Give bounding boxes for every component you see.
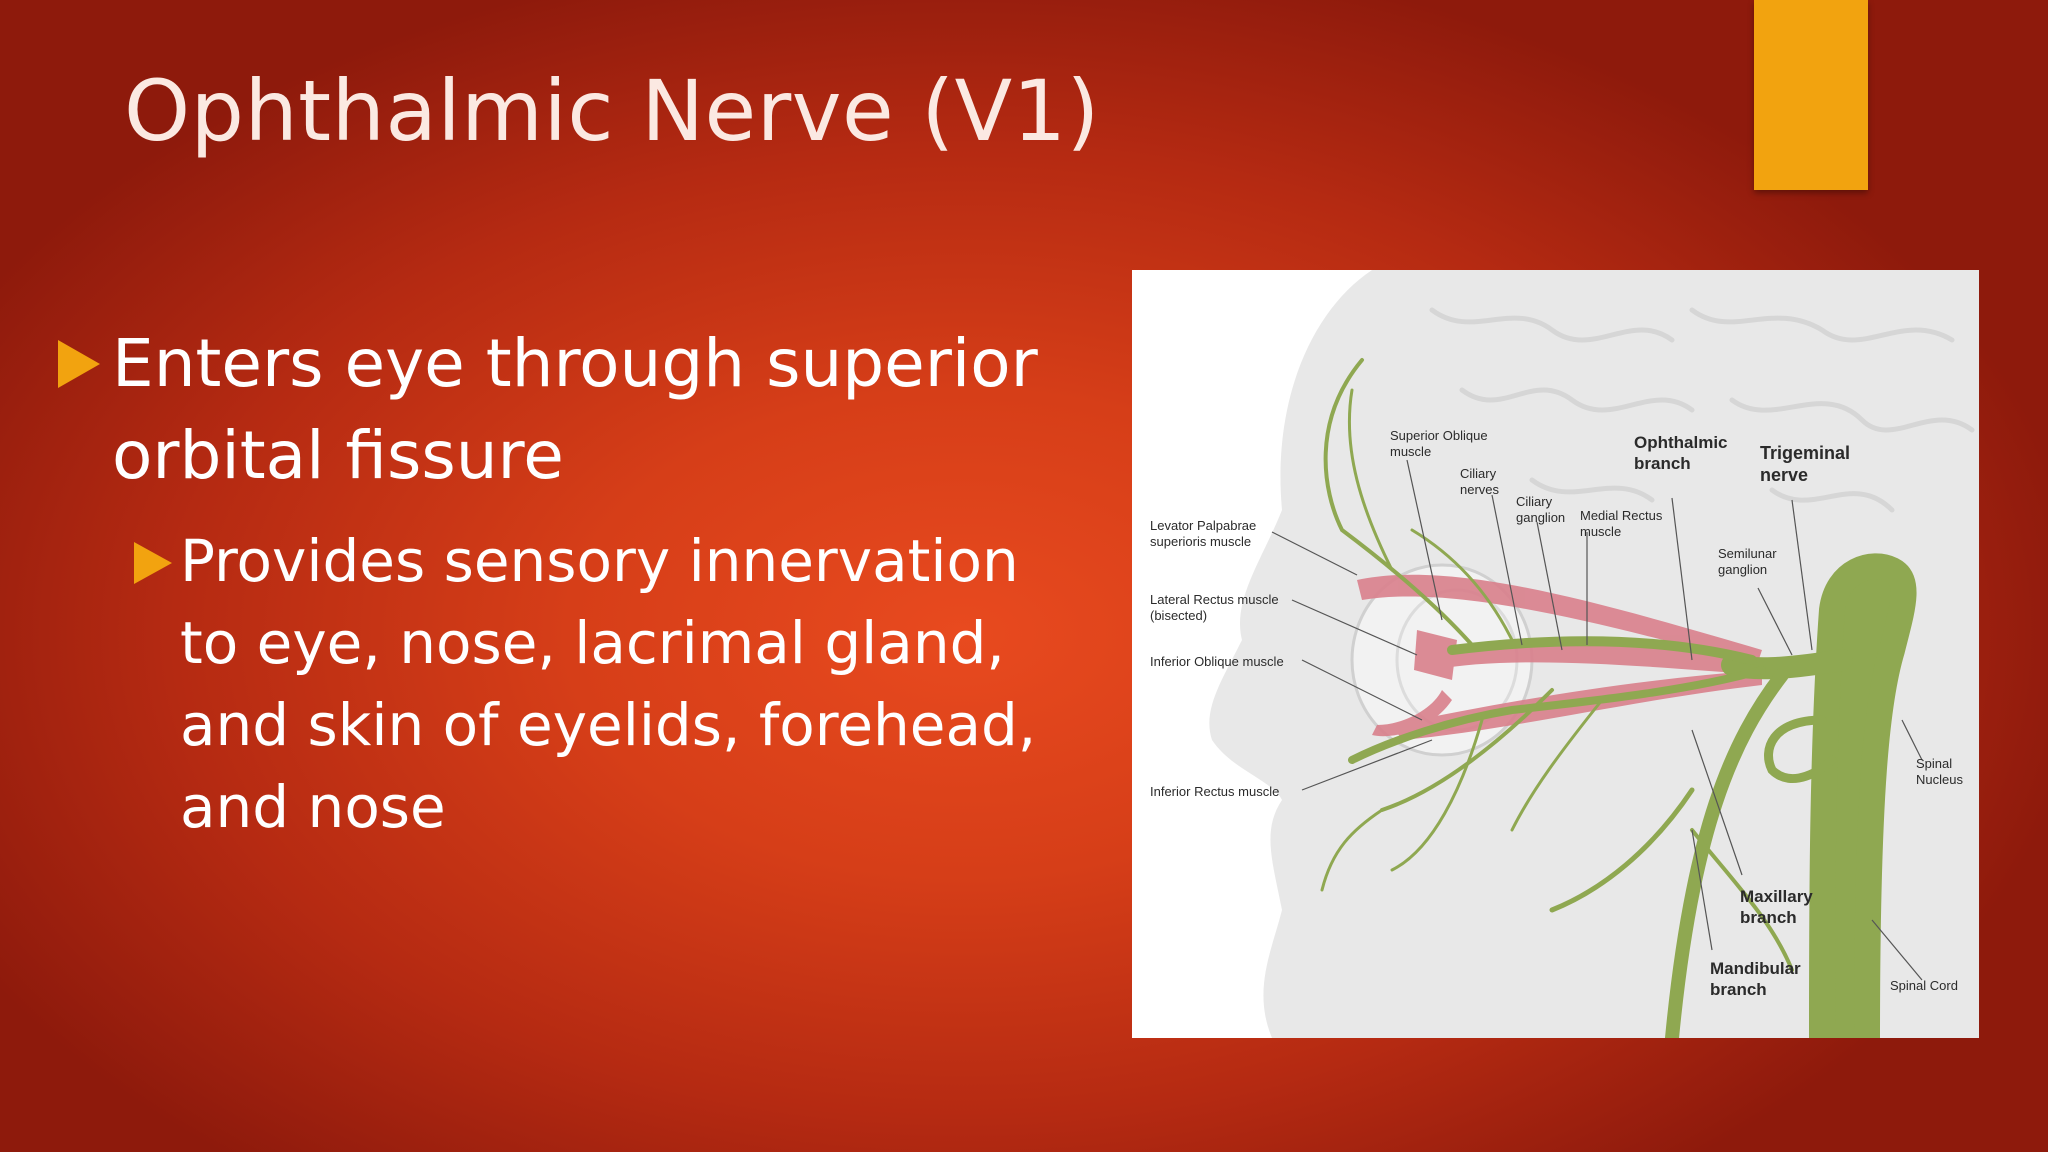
sub-bullet-text: Provides sensory innervation to eye, nos… [180,527,1037,841]
label-trigeminal-nerve: Trigeminal nerve [1760,443,1851,485]
muscle-oblique [1372,690,1452,737]
slide-title: Ophthalmic Nerve (V1) [124,62,1100,160]
muscle-superior [1357,574,1762,665]
accent-tab [1754,0,1868,190]
ophthalmic [1447,636,1757,665]
label-superior-oblique: Superior Oblique muscle [1390,428,1488,459]
label-inferior-oblique: Inferior Oblique muscle [1150,654,1284,669]
sub-bullet-arrow-icon [134,542,172,584]
mandibular-loop [1764,715,1837,784]
label-medial-rectus: Medial Rectus muscle [1580,508,1663,539]
bullet-level-2: Provides sensory innervation to eye, nos… [134,520,1074,848]
label-mandibular-branch: Mandibular branch [1710,959,1801,999]
trigeminal-nerve-diagram: Superior Oblique muscle Ciliary nerves C… [1132,270,1979,1038]
label-ciliary-ganglion: Ciliary ganglion [1516,494,1566,525]
bullet-level-1: Enters eye through superior orbital fiss… [58,318,1088,502]
muscle-lateral-bisected [1414,630,1457,680]
trunk [1721,649,1853,680]
label-ciliary-nerves: Ciliary nerves [1460,466,1500,497]
maxillary [1348,666,1766,764]
label-levator-palpebrae: Levator Palpabrae superioris muscle [1150,518,1257,549]
bullet-text: Enters eye through superior orbital fiss… [112,325,1038,494]
bullet-arrow-icon [58,340,100,388]
label-maxillary-branch: Maxillary branch [1740,887,1813,927]
anatomy-illustration [1209,270,1979,1038]
label-ophthalmic-branch: Ophthalmic branch [1634,433,1728,473]
label-spinal-nucleus: Spinal Nucleus [1916,756,1963,787]
label-semilunar-ganglion: Semilunar ganglion [1718,546,1777,577]
mandibular [1665,668,1789,1038]
label-lateral-rectus: Lateral Rectus muscle (bisected) [1150,592,1279,623]
brainstem [1809,553,1917,1038]
label-inferior-rectus: Inferior Rectus muscle [1150,784,1280,799]
label-spinal-cord: Spinal Cord [1890,978,1958,993]
